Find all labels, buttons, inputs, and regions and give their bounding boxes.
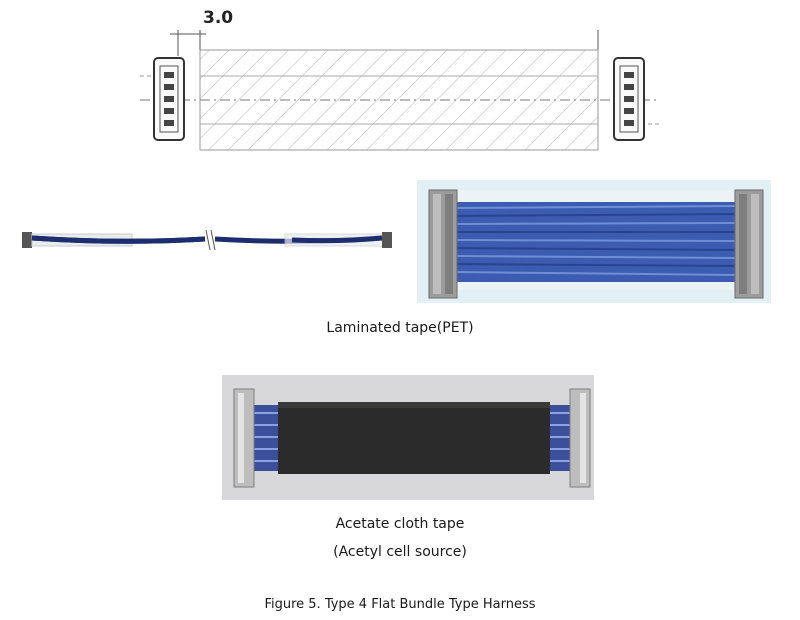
tape-body-hatched (199, 49, 599, 151)
acetate-tape-caption-line2: (Acetyl cell source) (333, 544, 467, 560)
blue-wire-bundle (454, 202, 738, 282)
left-connector-drawing (153, 57, 185, 141)
cable-side-view (20, 222, 395, 258)
photo1-connector-left (428, 189, 458, 299)
drawing-svg (140, 30, 660, 151)
technical-drawing (140, 20, 660, 170)
side-connector-left (22, 232, 32, 248)
acetate-tape-photo (222, 375, 594, 500)
acetate-tape-caption-line1: Acetate cloth tape (335, 516, 465, 532)
right-connector-drawing (613, 57, 645, 141)
laminated-tape-caption: Laminated tape(PET) (326, 320, 474, 336)
photo2-connector-left (233, 388, 255, 488)
photo2-connector-right (569, 388, 591, 488)
laminated-tape-photo (417, 180, 771, 303)
black-acetate-tape (278, 402, 550, 474)
figure-caption: Figure 5. Type 4 Flat Bundle Type Harnes… (264, 597, 536, 612)
photo1-connector-right (734, 189, 764, 299)
dimension-label: 3.0 (203, 8, 234, 28)
exposed-wires-left (252, 405, 282, 471)
side-connector-right (382, 232, 392, 248)
break-mark (205, 229, 211, 251)
